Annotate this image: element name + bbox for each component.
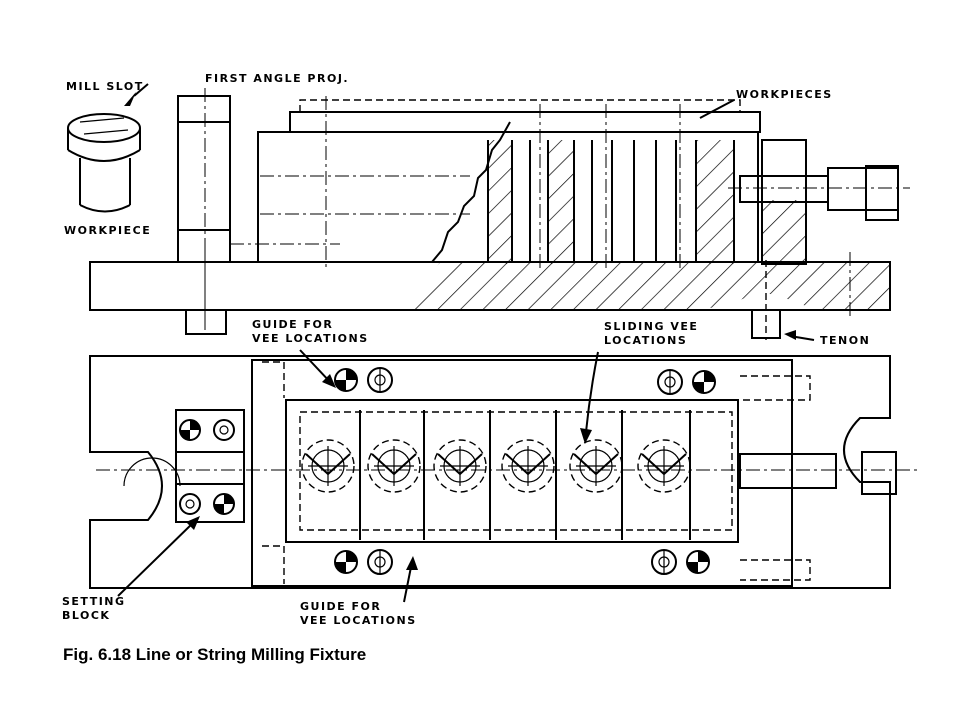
guide-bottom-label-line1: GUIDE FOR xyxy=(300,600,381,613)
first-angle-label: FIRST ANGLE PROJ. xyxy=(205,72,349,85)
setting-block-label-line1: SETTING xyxy=(62,595,126,608)
guide-top-label-line1: GUIDE FOR xyxy=(252,318,333,331)
front-elevation xyxy=(89,88,910,341)
setting-block-leader xyxy=(117,519,197,597)
figure-caption: Fig. 6.18 Line or String Milling Fixture xyxy=(63,645,367,664)
sliding-vee-leader xyxy=(585,351,599,433)
guide-bottom-label-line2: VEE LOCATIONS xyxy=(300,614,417,627)
guide-pins xyxy=(179,367,716,575)
guide-top-label-line2: VEE LOCATIONS xyxy=(252,332,369,345)
setting-block-label-line2: BLOCK xyxy=(62,609,110,622)
workpieces-label: WORKPIECES xyxy=(736,88,833,101)
mill-slot-label: MILL SLOT xyxy=(66,80,144,93)
sliding-vee-label-line2: LOCATIONS xyxy=(604,334,687,347)
plan-view xyxy=(89,355,920,589)
tenon-label: TENON xyxy=(820,334,870,347)
workpiece-label: WORKPIECE xyxy=(64,224,151,237)
workpieces-leader xyxy=(699,99,735,119)
vee-locators xyxy=(301,439,691,493)
workpiece-sketch xyxy=(67,83,149,213)
sliding-vee-label-line1: SLIDING VEE xyxy=(604,320,698,333)
